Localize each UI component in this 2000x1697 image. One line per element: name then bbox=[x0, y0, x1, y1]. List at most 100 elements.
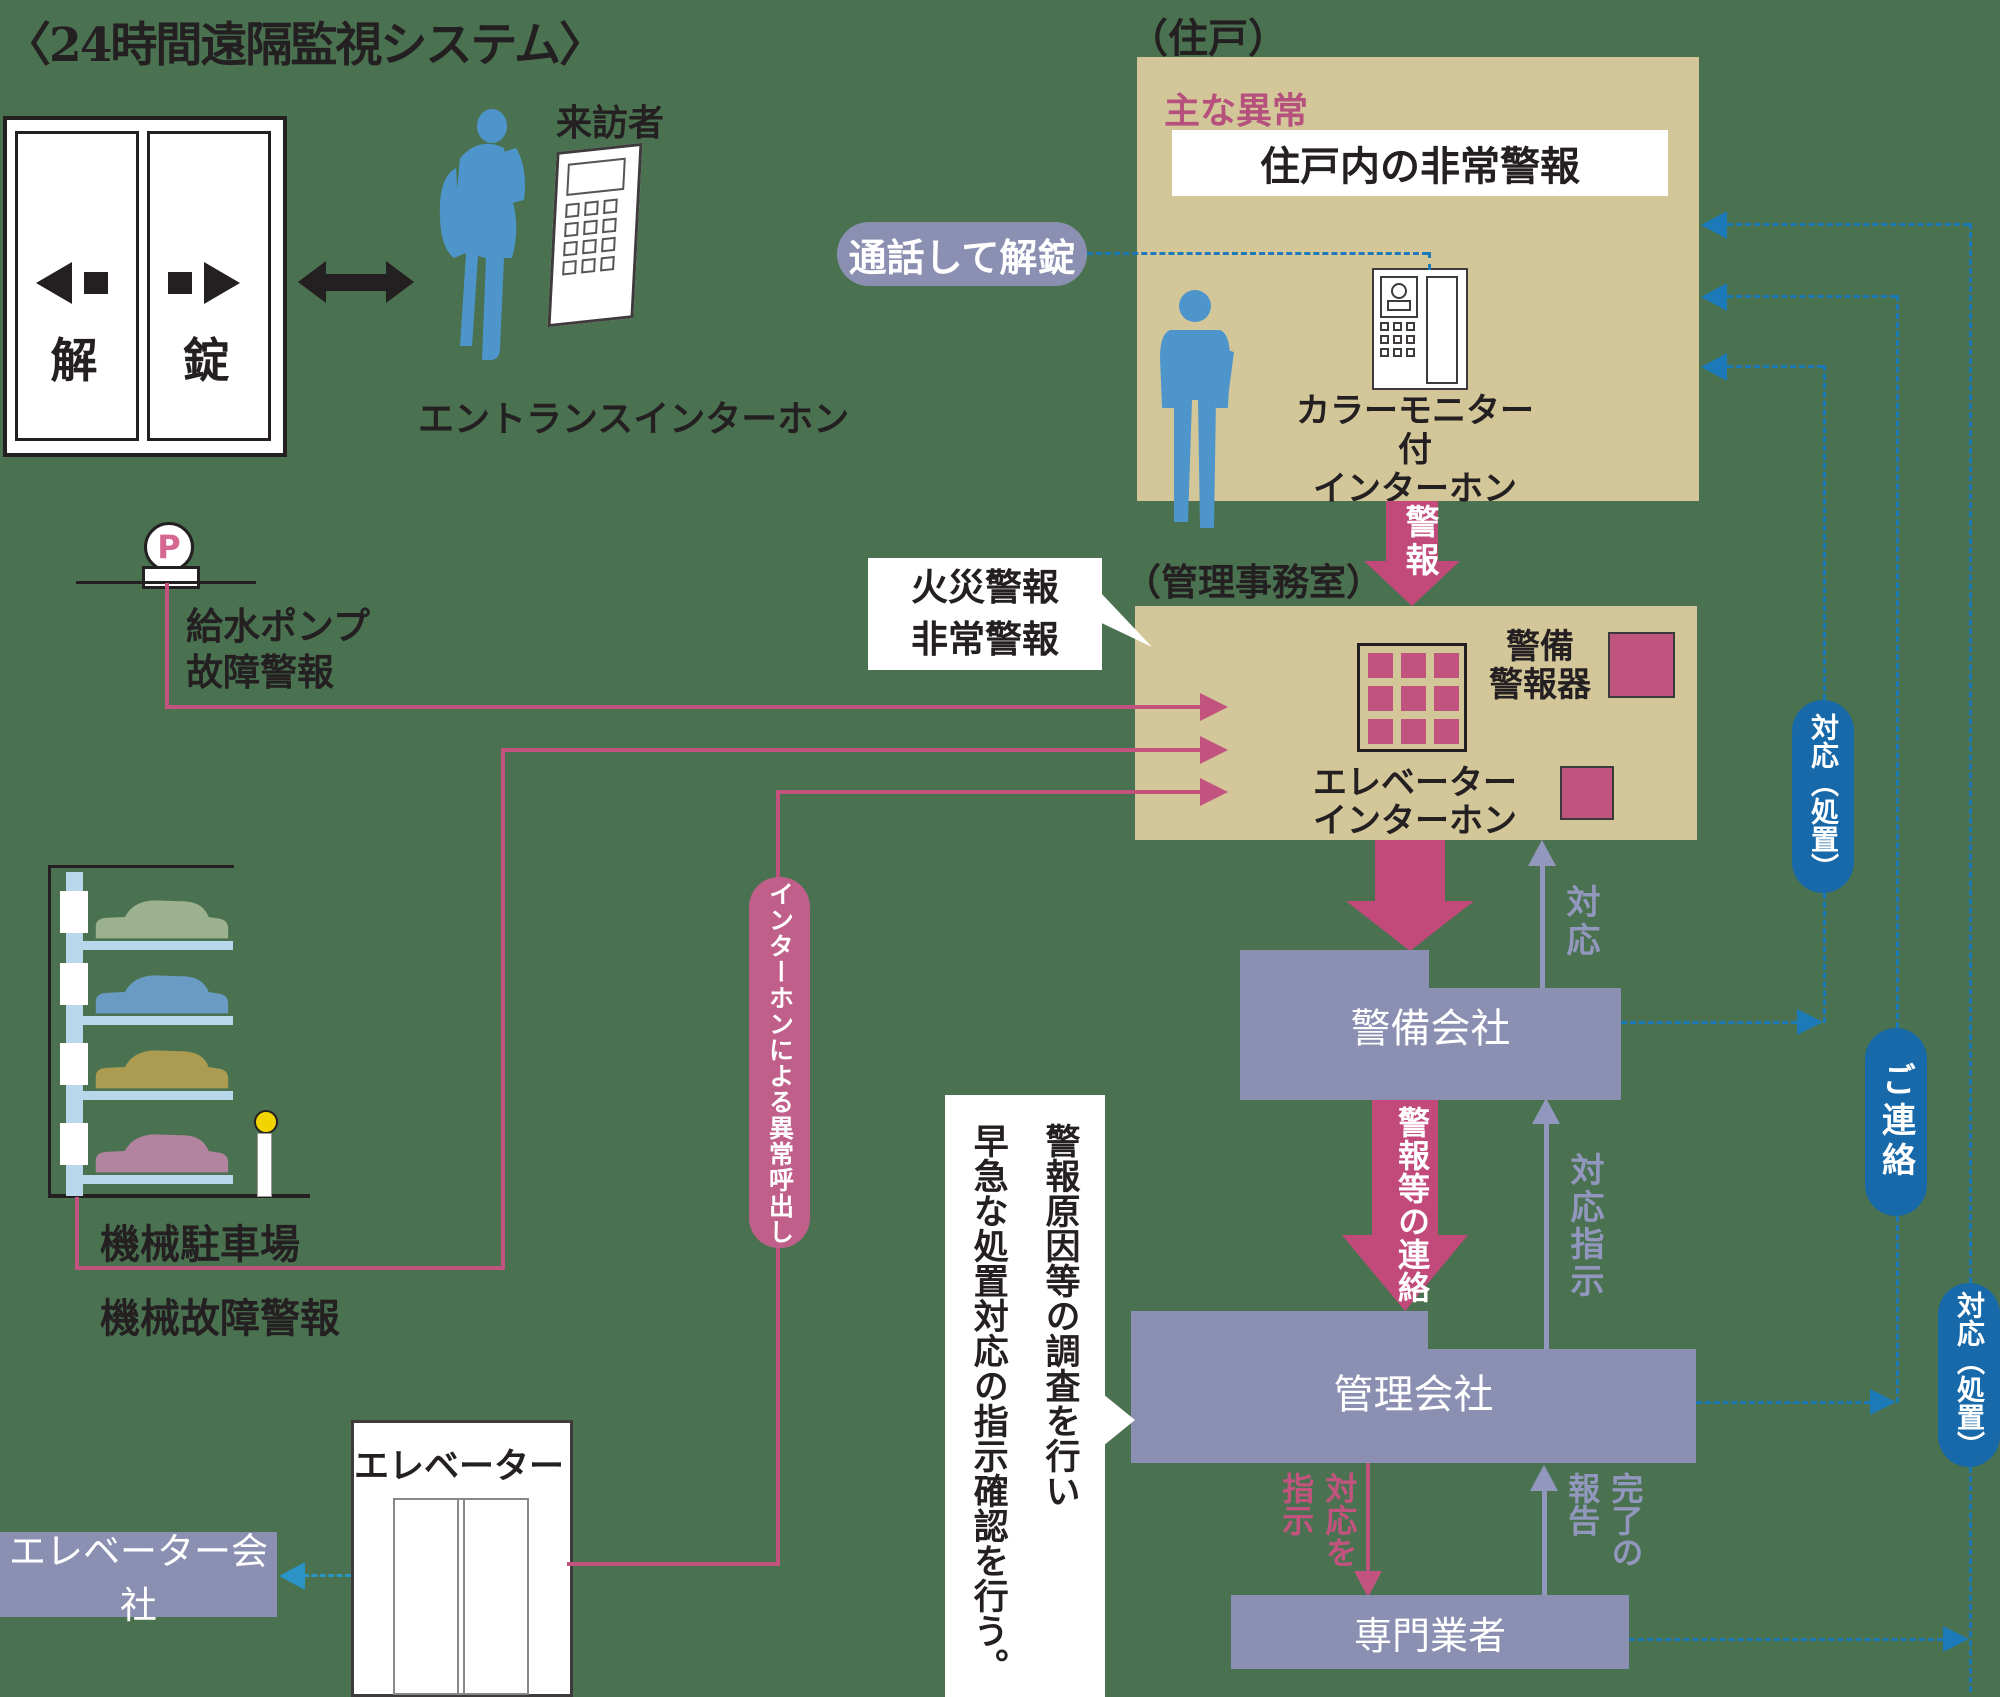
parking-platform-1 bbox=[83, 941, 233, 950]
dash-l3-bottom bbox=[1629, 1638, 1943, 1641]
parking-car-green bbox=[88, 889, 234, 941]
dash-l3-v-upper bbox=[1969, 223, 1972, 1283]
parking-ground bbox=[48, 1194, 310, 1198]
parking-line-h2 bbox=[501, 748, 1202, 752]
note-line-1: 警報原因等の調査を行い bbox=[1039, 1123, 1080, 1508]
door-left-panel bbox=[15, 131, 139, 441]
dwelling-in-arrow-3-icon bbox=[1701, 353, 1727, 381]
taiou-wo-shiji-arrow-icon bbox=[1354, 1571, 1382, 1597]
elevator-company-box: エレベーター会社 bbox=[0, 1530, 277, 1627]
office-keypad-device bbox=[1357, 643, 1467, 752]
elevator-company-arrow-icon bbox=[279, 1562, 305, 1590]
office-to-security-arrow-body bbox=[1375, 840, 1445, 902]
note-box bbox=[945, 1095, 1105, 1697]
parking-line-v1 bbox=[75, 1197, 79, 1270]
specialist-box: 専門業者 bbox=[1231, 1595, 1629, 1669]
elevator-doors bbox=[393, 1498, 529, 1695]
taiou-shiji-arrow-icon bbox=[1532, 1098, 1560, 1124]
entrance-intercom-device bbox=[547, 142, 643, 328]
door-open-arrow-left-icon bbox=[36, 262, 72, 304]
security-alarm-device bbox=[1608, 632, 1675, 698]
entrance-intercom-label: エントランスインターホン bbox=[418, 399, 850, 440]
alarm-arrow-head bbox=[1364, 561, 1460, 606]
page-title: 〈24時間遠隔監視システム〉 bbox=[4, 18, 606, 73]
kanryo-arrow-icon bbox=[1530, 1465, 1558, 1491]
dash-l1-junction-arrow-icon bbox=[1797, 1009, 1823, 1035]
note-text: 警報原因等の調査を行い 早急な処置対応の指示確認を行う。 bbox=[951, 1123, 1095, 1683]
dash-l2-top bbox=[1727, 295, 1896, 298]
parking-platform-4 bbox=[83, 1175, 233, 1184]
pump-alarm-label-1: 給水ポンプ bbox=[186, 605, 370, 648]
pump-ground-line bbox=[76, 581, 256, 584]
dash-l2-junction-arrow-icon bbox=[1870, 1389, 1896, 1415]
note-callout-tail bbox=[1103, 1394, 1135, 1446]
elevator-intercom-device-label-1: エレベーター bbox=[1313, 763, 1517, 803]
dwelling-alarm-box: 住戸内の非常警報 bbox=[1172, 130, 1668, 196]
taiou-wo-label-1: 対応を bbox=[1320, 1472, 1359, 1568]
management-company-label: 管理会社 bbox=[1131, 1319, 1696, 1463]
dash-l1-v-lower bbox=[1823, 893, 1826, 1023]
pump-alarm-label-2: 故障警報 bbox=[186, 651, 334, 695]
dash-l3-junction-arrow-icon bbox=[1943, 1626, 1969, 1652]
dash-l2-v-upper bbox=[1896, 295, 1899, 1028]
contact-pill-label: ご連絡 bbox=[1875, 1062, 1916, 1182]
security-company-label: 警備会社 bbox=[1240, 950, 1621, 1100]
taiou-wo-shiji-label: 対応を 指示 bbox=[1274, 1472, 1360, 1598]
parking-platform-3 bbox=[83, 1091, 233, 1100]
note-line-2: 早急な処置対応の指示確認を行う。 bbox=[967, 1123, 1008, 1683]
unlock-dashed-line-v bbox=[1428, 252, 1431, 270]
taiou-wo-label-2: 指示 bbox=[1277, 1472, 1316, 1536]
taiou-up-arrow-icon bbox=[1528, 840, 1556, 866]
office-section-label: （管理事務室） bbox=[1124, 561, 1383, 604]
parking-car-olive bbox=[88, 1039, 234, 1091]
dash-l2-v-lower bbox=[1896, 1216, 1899, 1403]
security-company-text: 警備会社 bbox=[1350, 1006, 1511, 1052]
security-company-box-left bbox=[1240, 950, 1429, 1100]
parking-carrier-1 bbox=[60, 891, 88, 933]
fire-alarm-callout-text: 火災警報 非常警報 bbox=[868, 558, 1102, 670]
elevator-intercom-device bbox=[1560, 766, 1614, 820]
response-pill-1-label: 対応（処置） bbox=[1807, 712, 1840, 881]
parking-mast bbox=[66, 872, 83, 1196]
visitor-label: 来訪者 bbox=[556, 103, 665, 144]
parking-line-h1 bbox=[75, 1266, 505, 1270]
intercom-call-pill-label: インターホンによる異常呼出し bbox=[765, 880, 795, 1245]
elevator-line-h2 bbox=[776, 790, 1202, 794]
visitor-figure bbox=[420, 108, 545, 366]
pump-alarm-label: 給水ポンプ 故障警報 bbox=[186, 604, 370, 697]
monitor-intercom-label-1: カラーモニター付 bbox=[1296, 391, 1534, 470]
office-to-security-arrow-head bbox=[1346, 901, 1474, 951]
fire-alarm-line1: 火災警報 bbox=[911, 566, 1059, 610]
response-pill-2: 対応（処置） bbox=[1938, 1283, 2000, 1467]
taiou-up-line bbox=[1540, 864, 1545, 988]
unlock-dashed-line bbox=[1087, 252, 1428, 255]
monitor-intercom-label: カラーモニター付 インターホン bbox=[1290, 392, 1540, 508]
management-company-text: 管理会社 bbox=[1333, 1372, 1494, 1418]
parking-label: 機械駐車場 bbox=[100, 1222, 300, 1268]
door-lock-label: 錠 bbox=[182, 334, 230, 389]
parking-frame-left bbox=[48, 865, 51, 1197]
security-alarm-device-label-2: 警報器 bbox=[1489, 665, 1591, 706]
fire-alarm-callout bbox=[868, 558, 1102, 670]
dwelling-person-figure bbox=[1142, 288, 1252, 534]
response-pill-2-label: 対応（処置） bbox=[1953, 1291, 1986, 1459]
keiho-renraku-arrow-body bbox=[1372, 1100, 1438, 1236]
parking-platform-2 bbox=[83, 1016, 233, 1025]
door-unlock-label: 解 bbox=[50, 334, 98, 389]
dwelling-in-arrow-1-icon bbox=[1701, 211, 1727, 239]
dwelling-in-arrow-2-icon bbox=[1701, 283, 1727, 311]
management-company-box-left bbox=[1131, 1311, 1428, 1463]
dwelling-section-label: （住戸） bbox=[1128, 16, 1288, 62]
specialist-text: 専門業者 bbox=[1353, 1613, 1506, 1658]
parking-lamp-post bbox=[257, 1133, 272, 1197]
elevator-company-label: エレベーター会社 bbox=[9, 1529, 268, 1627]
elevator-intercom-device-label-2: インターホン bbox=[1313, 801, 1517, 842]
double-arrow-bar bbox=[324, 274, 388, 291]
taiou-shiji-label: 対応指示 bbox=[1564, 1152, 1604, 1300]
parking-line-v2 bbox=[501, 748, 505, 1270]
dash-l1-bottom bbox=[1621, 1021, 1797, 1024]
double-arrow-right-icon bbox=[386, 261, 414, 303]
parking-line-arrow-icon bbox=[1200, 736, 1228, 764]
parking-car-blue bbox=[88, 964, 234, 1016]
